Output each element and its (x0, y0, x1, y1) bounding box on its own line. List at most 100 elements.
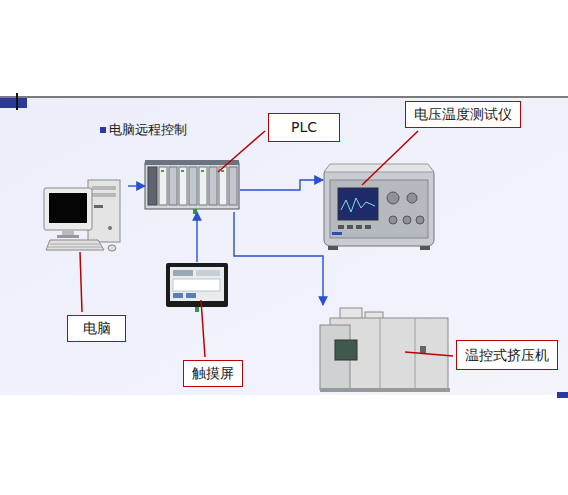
tester-picture (407, 193, 417, 203)
signal-arrow (196, 212, 197, 262)
computer-picture (46, 240, 104, 250)
extruder-picture (365, 312, 383, 320)
extruder-picture (320, 308, 450, 392)
plc-rack-picture (145, 160, 239, 214)
callout-box: 温控式挤压机 (456, 340, 558, 370)
computer-picture (94, 205, 103, 208)
slide-background (100, 127, 106, 133)
device-label: PLC (291, 119, 317, 136)
plc-rack-picture (181, 170, 184, 172)
callout-box: 触摸屏 (183, 360, 243, 387)
callout-box: PLC (268, 113, 340, 142)
tester-picture (341, 198, 375, 212)
plc-rack-picture (145, 163, 239, 209)
tester-picture (328, 246, 338, 250)
leader-line (80, 252, 82, 312)
slide-background (0, 96, 568, 395)
tester-picture (416, 216, 424, 224)
extruder-picture (320, 388, 450, 392)
plc-rack-picture (193, 209, 197, 214)
computer-picture (92, 193, 116, 197)
device-label: 电脑 (83, 320, 111, 337)
device-label: 温控式挤压机 (465, 347, 549, 364)
extruder-picture (320, 325, 350, 390)
tester-picture (332, 232, 342, 235)
slide-title: 电脑远程控制 (109, 122, 187, 138)
tester-picture (324, 164, 434, 172)
plc-rack-picture (161, 170, 164, 172)
device: PLC (145, 160, 240, 212)
computer-picture (49, 193, 87, 223)
plc-rack-picture (209, 167, 217, 205)
leader-line (218, 131, 265, 172)
tester-picture (324, 164, 434, 250)
touchscreen-picture (170, 267, 224, 301)
plc-rack-picture (229, 167, 237, 205)
slide-background (557, 392, 568, 398)
callout-box: 电脑 (67, 315, 126, 342)
computer-picture (48, 247, 102, 248)
extruder-picture (380, 318, 381, 390)
computer-picture (44, 180, 120, 251)
computer-picture (92, 186, 116, 190)
callout-box: 电压温度测试仪 (405, 101, 521, 128)
plc-rack-picture (221, 170, 224, 172)
computer-picture (108, 226, 112, 230)
signal-arrow (240, 180, 323, 190)
touchscreen-picture (196, 270, 220, 276)
device-label: 电压温度测试仪 (414, 106, 512, 123)
tester-picture (387, 192, 399, 204)
extruder-picture (415, 318, 416, 390)
plc-rack-picture (148, 167, 157, 205)
tester-picture (389, 216, 397, 224)
device: 电脑 (42, 178, 128, 253)
tester-picture (403, 216, 411, 224)
slide-background (0, 93, 568, 398)
device-label: 触摸屏 (192, 365, 234, 382)
computer-picture (50, 244, 100, 245)
device: 电压温度测试仪 (323, 163, 435, 251)
leader-line (362, 131, 418, 185)
signal-arrow (128, 185, 145, 186)
tester-picture (338, 225, 344, 229)
plc-rack-picture (189, 167, 197, 205)
signal-arrow (234, 212, 323, 305)
computer-picture (62, 230, 74, 235)
touchscreen-picture (186, 293, 196, 298)
slide-background (16, 93, 18, 110)
tester-picture (347, 225, 353, 229)
tester-picture (420, 246, 430, 250)
computer-picture (108, 245, 116, 251)
touchscreen-picture (173, 270, 193, 276)
plc-rack-picture (159, 167, 167, 205)
extruder-picture (420, 346, 426, 354)
tester-picture (338, 188, 378, 220)
plc-rack-picture (169, 167, 177, 205)
touchscreen-picture (166, 263, 228, 312)
device: 触摸屏 (165, 262, 229, 309)
extruder-picture (335, 340, 357, 360)
tester-picture (356, 225, 362, 229)
leader-line (201, 300, 205, 357)
touchscreen-picture (173, 279, 220, 291)
extruder-picture (340, 308, 362, 320)
tester-picture (365, 225, 371, 229)
computer-picture (44, 188, 92, 230)
slide-background (0, 98, 27, 108)
slide-background (0, 96, 568, 98)
extruder-picture (330, 318, 448, 390)
device: 温控式挤压机 (318, 305, 452, 393)
leader-line (405, 352, 453, 356)
touchscreen-picture (166, 263, 228, 307)
computer-picture (88, 180, 120, 242)
plc-rack-picture (179, 167, 187, 205)
plc-rack-picture (199, 167, 207, 205)
tester-picture (324, 168, 434, 246)
plc-rack-picture (145, 160, 239, 165)
plc-rack-picture (219, 167, 227, 205)
computer-picture (57, 235, 79, 238)
tester-picture (330, 180, 428, 238)
touchscreen-picture (173, 293, 183, 298)
touchscreen-picture (195, 307, 199, 312)
leader-line (80, 131, 453, 357)
